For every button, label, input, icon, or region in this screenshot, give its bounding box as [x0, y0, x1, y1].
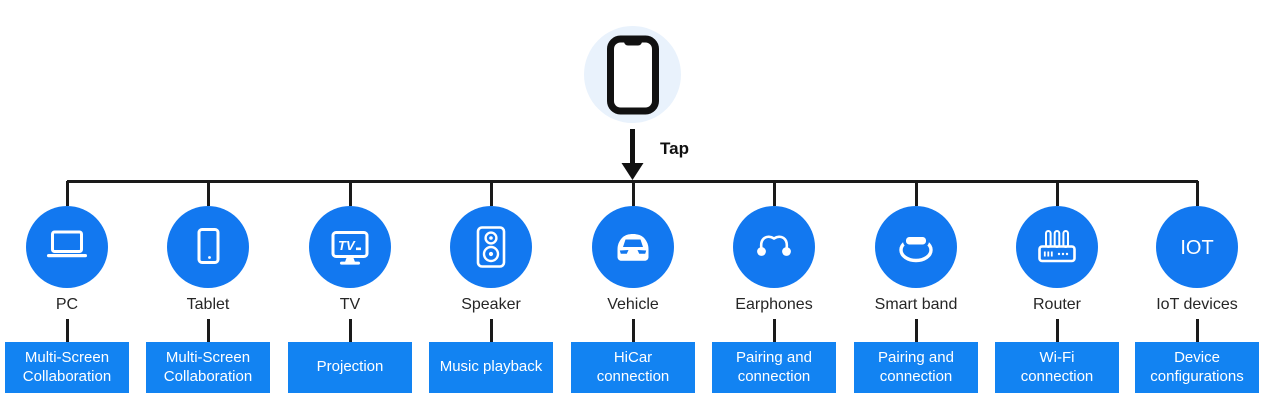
device-label: IoT devices — [1156, 296, 1238, 313]
device-node-tablet: Tablet Multi-Screen Collaboration — [138, 181, 278, 393]
connector-line — [1055, 181, 1059, 206]
device-circle — [167, 206, 249, 288]
tablet-icon — [197, 228, 220, 264]
connector-line — [489, 181, 493, 206]
laptop-icon — [47, 230, 87, 258]
connector-line — [772, 319, 776, 342]
device-node-vehicle: Vehicle HiCar connection — [563, 181, 703, 393]
device-node-tv: TV TV Projection — [280, 181, 420, 393]
tap-label: Tap — [660, 139, 689, 158]
svg-text:IOT: IOT — [1180, 237, 1213, 259]
router-icon — [1038, 230, 1076, 263]
device-node-iot: IOT IoT devices Device configurations — [1127, 181, 1267, 393]
device-label: Router — [1032, 296, 1082, 313]
connector-line — [348, 319, 352, 342]
device-label: TV — [339, 296, 361, 313]
action-box: HiCar connection — [571, 342, 695, 393]
action-box: Multi-Screen Collaboration — [5, 342, 129, 393]
iot-text-icon: IOT — [1180, 237, 1213, 259]
device-circle — [26, 206, 108, 288]
speaker-icon — [476, 226, 506, 268]
earphones-icon — [757, 235, 791, 256]
connector-line — [206, 319, 210, 342]
connector-line — [65, 181, 69, 206]
device-label: PC — [55, 296, 79, 313]
device-circle — [450, 206, 532, 288]
device-label: Speaker — [461, 296, 521, 313]
connector-line — [914, 319, 918, 342]
connector-line — [1195, 181, 1199, 206]
device-circle: TV — [309, 206, 391, 288]
connector-line — [914, 181, 918, 206]
phone-node — [584, 26, 681, 123]
device-circle — [1016, 206, 1098, 288]
device-circle — [733, 206, 815, 288]
device-label: Earphones — [735, 296, 813, 313]
device-circle — [875, 206, 957, 288]
action-box: Projection — [288, 342, 412, 393]
action-box: Multi-Screen Collaboration — [146, 342, 270, 393]
action-box: Device configurations — [1135, 342, 1259, 393]
down-arrow-icon — [621, 129, 644, 180]
smart-band-icon — [899, 234, 933, 263]
device-circle — [592, 206, 674, 288]
svg-text:TV: TV — [338, 238, 356, 253]
action-box: Pairing and connection — [854, 342, 978, 393]
action-box: Music playback — [429, 342, 553, 393]
connector-line — [348, 181, 352, 206]
device-node-speaker: Speaker Music playback — [421, 181, 561, 393]
connector-line — [772, 181, 776, 206]
car-icon — [617, 234, 649, 261]
device-node-pc: PC Multi-Screen Collaboration — [0, 181, 137, 393]
smartphone-icon — [606, 35, 659, 114]
connector-line — [1195, 319, 1199, 342]
connector-line — [489, 319, 493, 342]
device-circle: IOT — [1156, 206, 1238, 288]
tv-icon: TV — [331, 231, 369, 265]
device-label: Smart band — [874, 296, 958, 313]
action-box: Pairing and connection — [712, 342, 836, 393]
device-node-earphones: Earphones Pairing and connection — [704, 181, 844, 393]
connector-line — [631, 181, 635, 206]
device-label: Tablet — [186, 296, 230, 313]
connector-line — [206, 181, 210, 206]
connector-line — [631, 319, 635, 342]
action-box: Wi-Fi connection — [995, 342, 1119, 393]
device-node-router: Router Wi-Fi connection — [987, 181, 1127, 393]
device-label: Vehicle — [607, 296, 659, 313]
connector-line — [65, 319, 69, 342]
connector-line — [1055, 319, 1059, 342]
device-node-smart-band: Smart band Pairing and connection — [846, 181, 986, 393]
